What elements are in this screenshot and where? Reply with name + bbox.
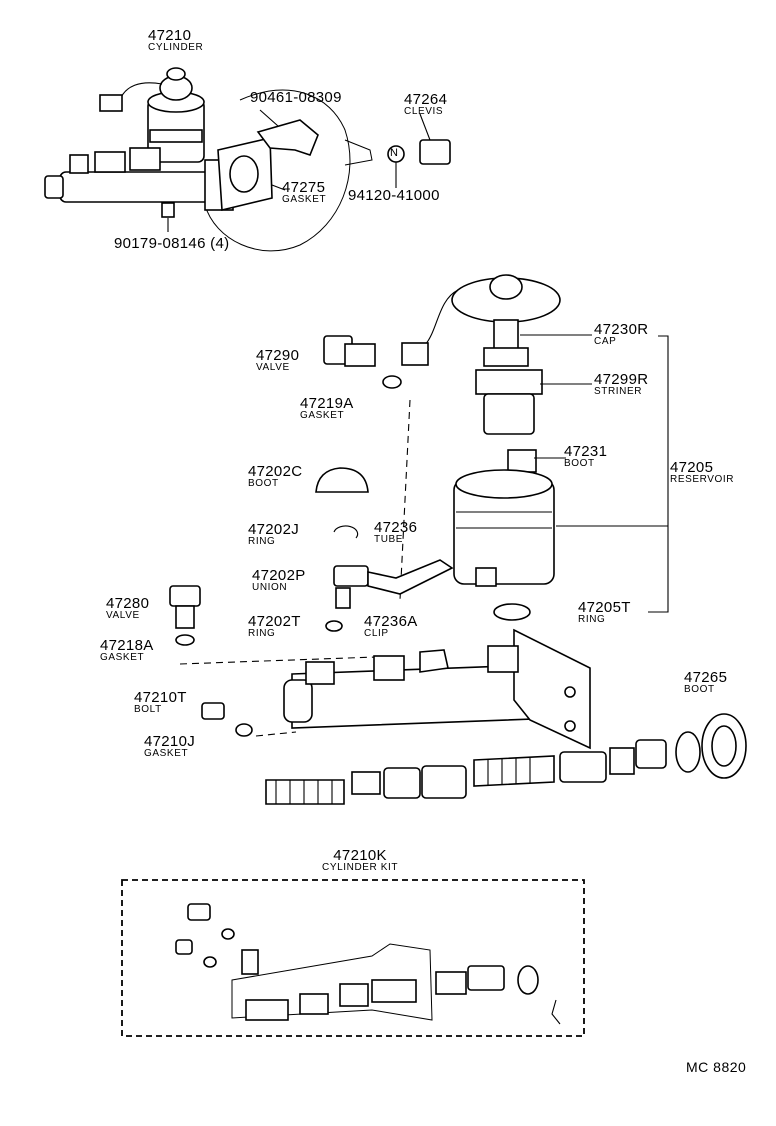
label-47236: 47236 TUBE (374, 520, 417, 545)
part-number: 47210T (134, 689, 187, 706)
master-cylinder-body-drawing (201, 628, 747, 805)
part-number: 47210K (333, 847, 387, 864)
label-47210J: 47210J GASKET (144, 734, 195, 759)
part-name: BOOT (564, 458, 595, 469)
label-47202T: 47202T RING (248, 614, 301, 639)
part-name: RING (578, 614, 606, 625)
label-47299R: 47299R STRINER (594, 372, 648, 397)
label-47202J: 47202J RING (248, 522, 299, 547)
part-number: 47202P (252, 567, 306, 584)
part-name: RING (248, 536, 276, 547)
part-name: CYLINDER KIT (322, 862, 399, 873)
label-47280: 47280 VALVE (106, 596, 149, 621)
label-47219A: 47219A GASKET (300, 396, 354, 421)
part-number: 47299R (594, 371, 649, 388)
part-number: 94120-41000 (348, 187, 440, 204)
label-47210K: 47210K CYLINDER KIT (322, 848, 398, 873)
booster-marker: N (390, 147, 398, 159)
part-name: CYLINDER (148, 42, 204, 53)
cylinder-kit-drawing (121, 879, 585, 1037)
label-47265: 47265 BOOT (684, 670, 727, 695)
part-number: 47275 (282, 179, 326, 196)
part-name: GASKET (100, 652, 145, 663)
part-number: 90179-08146 (4) (114, 235, 230, 252)
label-47205: 47205 RESERVOIR (670, 460, 734, 485)
part-name: BOOT (248, 478, 279, 489)
part-number: 47205T (578, 599, 631, 616)
label-47202C: 47202C BOOT (248, 464, 302, 489)
label-47275: 47275 GASKET (282, 180, 326, 205)
label-47218A: 47218A GASKET (100, 638, 154, 663)
part-name: CAP (594, 336, 617, 347)
part-name: CLEVIS (404, 106, 444, 117)
reservoir-exploded-drawing (169, 274, 669, 665)
part-name: STRINER (594, 386, 643, 397)
part-number: 47202T (248, 613, 301, 630)
label-47231: 47231 BOOT (564, 444, 607, 469)
part-number: 47202C (248, 463, 303, 480)
part-number: 47280 (106, 595, 150, 612)
label-47290: 47290 VALVE (256, 348, 299, 373)
part-name: GASKET (282, 194, 327, 205)
part-number: 47219A (300, 395, 354, 412)
label-94120-41000: 94120-41000 (348, 188, 440, 203)
part-number: 47290 (256, 347, 300, 364)
part-name: VALVE (106, 610, 140, 621)
part-name: GASKET (144, 748, 189, 759)
part-number: 47218A (100, 637, 154, 654)
label-90179-08146: 90179-08146 (4) (114, 236, 229, 251)
booster-assembly-drawing (44, 67, 451, 252)
part-name: UNION (252, 582, 288, 593)
part-number: 47236A (364, 613, 418, 630)
part-number: 47205 (670, 459, 714, 476)
part-name: RESERVOIR (670, 474, 735, 485)
part-number: 47210J (144, 733, 196, 750)
part-name: RING (248, 628, 276, 639)
part-name: BOLT (134, 704, 162, 715)
part-number: 47202J (248, 521, 300, 538)
part-number: 47264 (404, 91, 448, 108)
part-number: 47236 (374, 519, 418, 536)
part-number: 47265 (684, 669, 728, 686)
part-number: 47230R (594, 321, 649, 338)
diagram-reference-code: MC 8820 (686, 1059, 747, 1075)
part-name: TUBE (374, 534, 404, 545)
label-47210T: 47210T BOLT (134, 690, 187, 715)
part-name: CLIP (364, 628, 389, 639)
part-number: 47210 (148, 27, 192, 44)
part-name: GASKET (300, 410, 345, 421)
label-47205T: 47205T RING (578, 600, 631, 625)
label-47230R: 47230R CAP (594, 322, 648, 347)
label-47202P: 47202P UNION (252, 568, 306, 593)
part-name: BOOT (684, 684, 715, 695)
part-name: VALVE (256, 362, 290, 373)
label-47264: 47264 CLEVIS (404, 92, 447, 117)
label-47236A: 47236A CLIP (364, 614, 418, 639)
part-number: 47231 (564, 443, 608, 460)
label-90461-08309: 90461-08309 (250, 90, 342, 105)
label-47210: 47210 CYLINDER (148, 28, 203, 53)
part-number: 90461-08309 (250, 89, 342, 106)
